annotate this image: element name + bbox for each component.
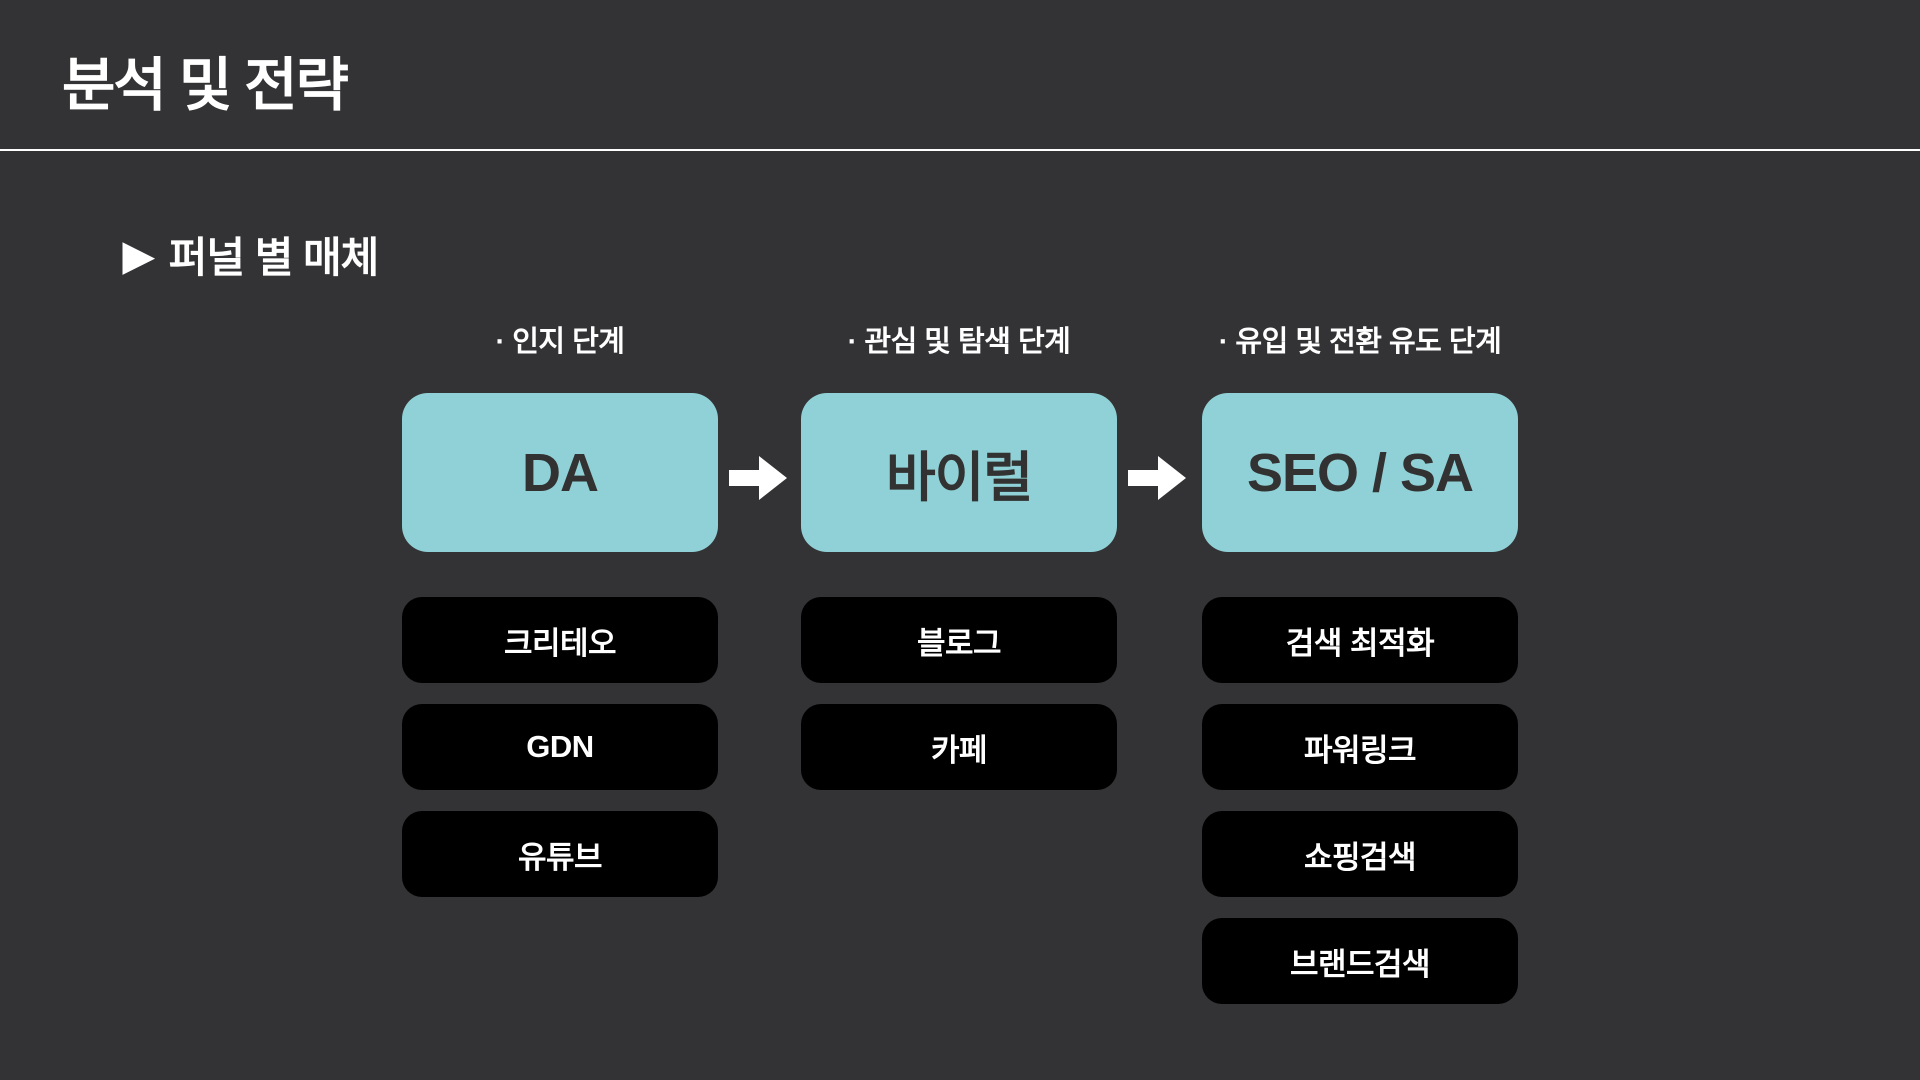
funnel-column-conversion: · 유입 및 전환 유도 단계 SEO / SA 검색 최적화 파워링크 쇼핑검… [1202, 318, 1518, 1004]
media-item: 유튜브 [402, 811, 718, 897]
stage-label: · 인지 단계 [495, 326, 626, 358]
page-title: 분석 및 전략 [62, 53, 349, 118]
media-item: GDN [402, 704, 718, 790]
funnel-column-awareness: · 인지 단계 DA 크리테오 GDN 유튜브 [402, 318, 718, 897]
media-item: 블로그 [801, 597, 1117, 683]
stage-label: · 유입 및 전환 유도 단계 [1218, 326, 1502, 358]
media-item: 브랜드검색 [1202, 918, 1518, 1004]
media-list: 검색 최적화 파워링크 쇼핑검색 브랜드검색 [1202, 597, 1518, 1004]
section-title: 퍼널 별 매체 [168, 234, 380, 281]
arrow-right-icon [729, 450, 789, 506]
channel-box-da: DA [402, 393, 718, 552]
media-list: 크리테오 GDN 유튜브 [402, 597, 718, 897]
stage-label: · 관심 및 탐색 단계 [847, 326, 1071, 358]
media-item: 검색 최적화 [1202, 597, 1518, 683]
media-item: 파워링크 [1202, 704, 1518, 790]
arrow-right-icon [1128, 450, 1188, 506]
media-item: 카페 [801, 704, 1117, 790]
triangle-right-icon: ▶ [123, 233, 154, 278]
media-item: 크리테오 [402, 597, 718, 683]
section-heading: ▶ 퍼널 별 매체 [123, 224, 380, 285]
media-list: 블로그 카페 [801, 597, 1117, 790]
funnel-column-interest: · 관심 및 탐색 단계 바이럴 블로그 카페 [801, 318, 1117, 790]
header-divider [0, 149, 1920, 151]
media-item: 쇼핑검색 [1202, 811, 1518, 897]
channel-box-viral: 바이럴 [801, 393, 1117, 552]
channel-box-seo-sa: SEO / SA [1202, 393, 1518, 552]
